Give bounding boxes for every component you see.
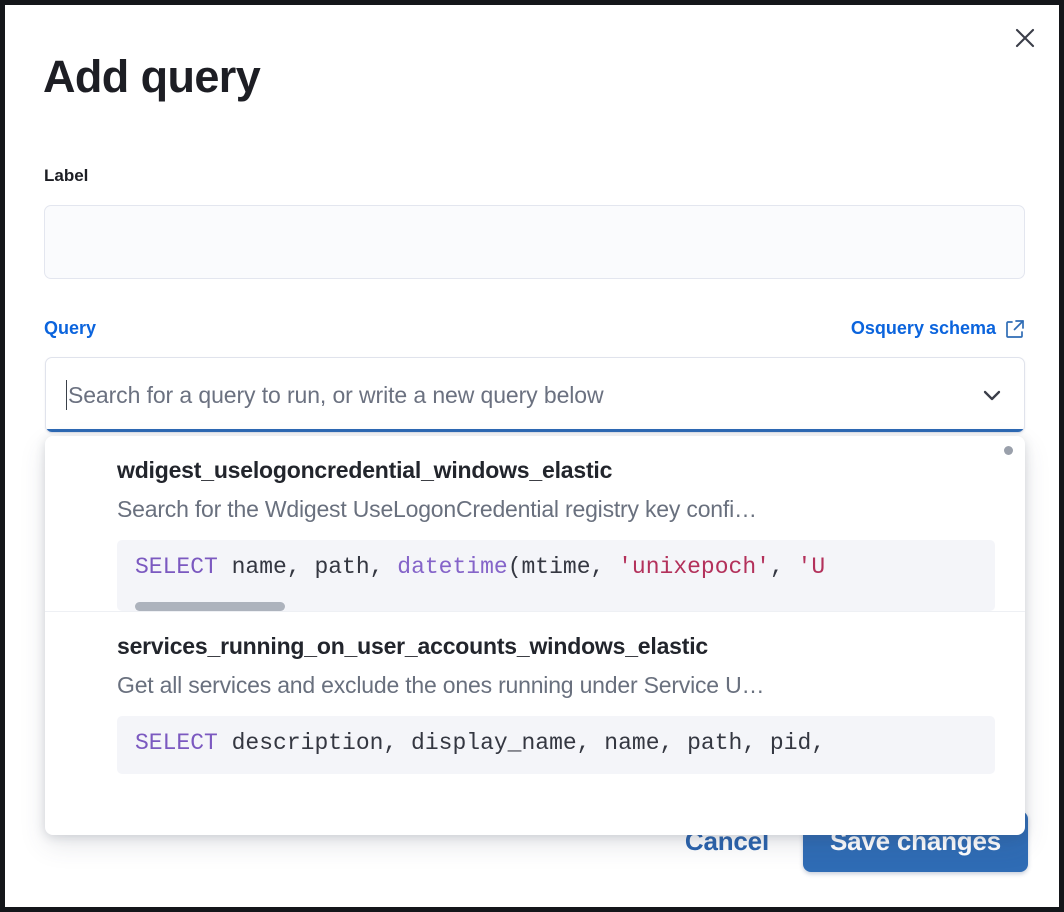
query-search-input[interactable]: Search for a query to run, or write a ne… <box>68 381 604 408</box>
code-line: SELECT name, path, datetime(mtime, 'unix… <box>117 554 995 580</box>
query-suggestion-title: wdigest_uselogoncredential_windows_elast… <box>117 457 613 483</box>
code-token: 'unixepoch' <box>618 554 770 580</box>
query-suggestion-code: SELECT name, path, datetime(mtime, 'unix… <box>117 540 995 611</box>
close-button[interactable] <box>1008 21 1042 55</box>
code-spacer <box>117 756 995 774</box>
code-horizontal-scrollbar[interactable] <box>135 602 285 611</box>
query-suggestion-list: wdigest_uselogoncredential_windows_elast… <box>45 436 1025 774</box>
query-suggestion-description: Search for the Wdigest UseLogonCredentia… <box>117 496 757 522</box>
code-token: SELECT <box>135 730 218 756</box>
query-suggestion-title: services_running_on_user_accounts_window… <box>117 633 708 659</box>
code-token: name, path, <box>217 554 398 580</box>
query-suggestion-item[interactable]: wdigest_uselogoncredential_windows_elast… <box>45 436 1025 611</box>
close-icon <box>1012 25 1038 51</box>
query-suggestion-description: Get all services and exclude the ones ru… <box>117 672 765 698</box>
osquery-schema-link-label: Osquery schema <box>850 318 996 338</box>
query-suggestions-dropdown: wdigest_uselogoncredential_windows_elast… <box>45 436 1025 835</box>
add-query-modal: Add query Label Query Osquery schema Sea… <box>5 5 1059 907</box>
text-cursor <box>66 380 67 410</box>
code-token: (mtime, <box>507 554 619 580</box>
scrollbar-dot-icon[interactable] <box>1004 446 1013 455</box>
query-section-caption: Query <box>44 318 97 338</box>
query-search-combobox[interactable]: Search for a query to run, or write a ne… <box>45 357 1025 433</box>
code-token: SELECT <box>135 554 218 580</box>
code-token: , <box>769 554 798 580</box>
label-input[interactable] <box>44 205 1025 279</box>
query-suggestion-code: SELECT description, display_name, name, … <box>117 716 995 774</box>
query-suggestion-item[interactable]: services_running_on_user_accounts_window… <box>45 611 1025 774</box>
code-token: datetime <box>397 554 508 580</box>
code-token: description, display_name, name, path, p… <box>217 730 826 756</box>
external-link-icon <box>1005 319 1025 339</box>
code-line: SELECT description, display_name, name, … <box>117 730 995 756</box>
osquery-schema-link[interactable]: Osquery schema <box>851 318 1025 339</box>
chevron-down-icon[interactable] <box>977 380 1007 410</box>
code-token: 'U <box>797 554 826 580</box>
page-title: Add query <box>43 51 261 102</box>
label-field-caption: Label <box>44 166 89 185</box>
